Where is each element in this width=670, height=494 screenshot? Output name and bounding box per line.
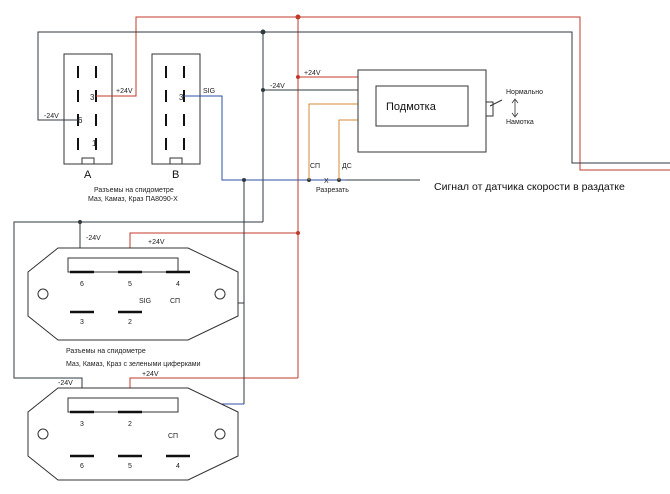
label-cut-x: X (324, 178, 329, 185)
connector-a: 3 6 1 (63, 53, 113, 165)
label-ds: ДС (342, 163, 352, 170)
bot-pin4: 4 (176, 463, 180, 470)
label-minus24-module: -24V (270, 83, 285, 90)
label-sp: СП (310, 163, 320, 170)
bot-pin3: 3 (80, 421, 84, 428)
mid-pin2: 2 (128, 319, 132, 326)
mid-pin4: 4 (176, 281, 180, 288)
b-pin3-label: 3 (179, 93, 184, 102)
connector-b: 3 (151, 53, 201, 165)
label-sp-bot: СП (168, 433, 178, 440)
label-sp-mid: СП (170, 298, 180, 305)
wire-plus24-top (96, 16, 670, 171)
connector-bottom (27, 387, 239, 481)
module-title: Подмотка (386, 101, 437, 113)
podmotka-module: Подмотка (357, 69, 503, 153)
caption-top-line2: Маз, Камаз, Краз ПА8090-Х (88, 196, 178, 203)
caption-top-line1: Разъемы на спидометре (94, 187, 174, 194)
mid-pin5: 5 (128, 281, 132, 288)
sensor-signal-label: Сигнал от датчика скорости в раздатке (434, 181, 625, 193)
connector-b-label: B (172, 169, 179, 181)
mid-pin3: 3 (80, 319, 84, 326)
wire-sig (184, 95, 346, 181)
label-minus24-bot: -24V (58, 380, 73, 387)
label-plus24-mid: +24V (148, 239, 165, 246)
wire-minus24-top (37, 31, 670, 164)
mid-pin6: 6 (80, 281, 84, 288)
label-plus24-a: +24V (116, 88, 133, 95)
label-plus24-bot: +24V (142, 371, 159, 378)
caption-mid-2: Маз, Камаз, Краз с зелеными циферками (66, 361, 201, 368)
label-plus24-module: +24V (304, 70, 321, 77)
bot-pin2: 2 (128, 421, 132, 428)
label-cut: Разрезать (316, 187, 349, 194)
a-pin1-label: 1 (92, 139, 97, 148)
label-sig-b: SIG (203, 88, 215, 95)
switch-normal-label: Нормально (506, 89, 543, 96)
bot-pin6: 6 (80, 463, 84, 470)
switch-wind-label: Намотка (506, 119, 534, 126)
label-minus24-mid: -24V (86, 235, 101, 242)
a-pin3-label: 3 (90, 93, 95, 102)
caption-mid: Разъемы на спидометре (66, 348, 146, 355)
a-pin6-label: 6 (78, 116, 83, 125)
connector-a-label: A (84, 169, 92, 181)
label-sig-mid: SIG (139, 298, 151, 305)
bot-pin5: 5 (128, 463, 132, 470)
label-minus24-a: -24V (44, 113, 59, 120)
connector-middle (27, 247, 239, 341)
